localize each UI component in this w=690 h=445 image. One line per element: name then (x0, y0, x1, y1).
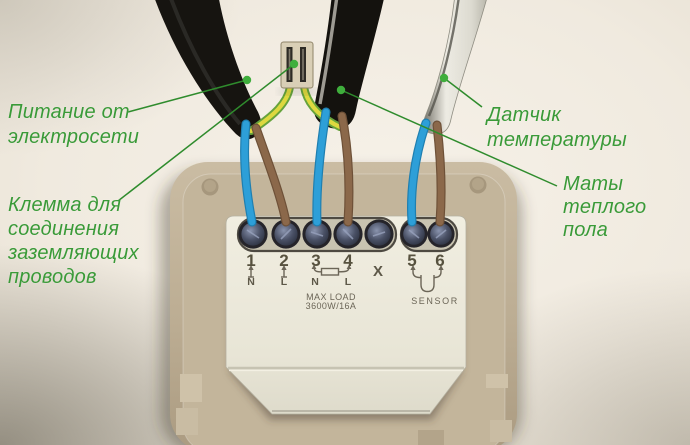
plate-notch-right-1 (486, 374, 508, 388)
terminal-mark-l2: L (280, 276, 288, 288)
terminal-wires (240, 107, 446, 227)
line-temp-sensor (443, 77, 483, 108)
label-temp-sensor: Датчик температуры (487, 103, 690, 153)
screw-6 (430, 223, 452, 245)
dot-sensor-cable (439, 73, 449, 83)
label-ground-line4: проводов (8, 266, 97, 288)
dot-mat-cable (336, 85, 346, 95)
mains-cable-sheath (155, 0, 262, 140)
heating-element-resistor-icon (311, 264, 352, 276)
terminal-mark-n3: N (311, 276, 319, 288)
label-sensor-line1: Датчик температуры (487, 104, 627, 151)
screw-4 (336, 222, 360, 246)
plate-notch-left-1 (180, 374, 202, 402)
heating-mat-cable (314, 0, 384, 129)
screw-2 (274, 222, 298, 246)
terminal-number-x: X (372, 263, 384, 280)
wire-brown-6 (433, 121, 445, 226)
sensor-probe-icon (410, 265, 444, 293)
label-power-line2: электросети (8, 126, 140, 148)
terminal-mark-l4: L (344, 276, 352, 288)
screw-5 (403, 223, 425, 245)
max-load-text-line1: MAX LOAD (306, 292, 356, 302)
line-power (127, 79, 248, 113)
screw-3 (305, 222, 329, 246)
module-symbols (248, 264, 444, 293)
terminal-number-3: 3 (311, 251, 321, 270)
plate-notch-left-2 (176, 408, 198, 435)
dot-ground-clamp (289, 59, 299, 69)
label-power-supply: Питание от электросети (8, 100, 139, 150)
label-power-line1: Питание от (8, 101, 130, 123)
clamp-shadow (279, 88, 317, 95)
plate-hole-left-inner (204, 180, 216, 192)
wire-blue-1 (241, 120, 256, 226)
screw-x (367, 222, 391, 246)
terminal-2-clamp-icon (281, 265, 287, 278)
dot-power-cable (242, 75, 252, 85)
wire-blue-3 (313, 108, 330, 226)
thermostat-module (225, 215, 467, 415)
wire-blue-5 (408, 119, 430, 226)
plate-notch-right-2 (490, 420, 512, 442)
line-ground-clamp (117, 64, 294, 202)
screw-1 (241, 222, 265, 246)
label-ground-line3: заземляющих (8, 242, 139, 264)
annotation-lines (117, 59, 558, 202)
sensor-text: SENSOR (411, 296, 459, 306)
max-load-text-line2: 3600W/16A (305, 301, 357, 311)
label-mats-line2: теплого пола (563, 196, 647, 241)
terminal-number-6: 6 (435, 251, 445, 270)
terminal-number-5: 5 (407, 251, 417, 270)
label-ground-clamp: Клемма для соединения заземляющих провод… (8, 193, 139, 289)
terminal-1-clamp-icon (248, 265, 254, 278)
terminal-number-2: 2 (279, 251, 289, 270)
line-floor-mats (340, 89, 558, 187)
module-body (225, 215, 467, 415)
wire-brown-4 (338, 112, 353, 226)
label-mats-line1: Маты (563, 173, 624, 195)
label-ground-line2: соединения (8, 218, 120, 240)
terminal-mark-n1: N (247, 276, 255, 288)
label-ground-line1: Клемма для (8, 194, 122, 216)
plate-hole-right-inner (472, 178, 484, 190)
terminal-screws (241, 222, 452, 246)
ground-clamp (279, 41, 317, 95)
wire-brown-2 (252, 124, 290, 226)
label-floor-mats: Маты теплого пола (563, 173, 690, 242)
terminal-number-1: 1 (246, 251, 256, 270)
terminal-number-4: 4 (343, 251, 353, 270)
plate-notch-bottom (418, 430, 444, 445)
mat-cable-highlight (318, 0, 339, 105)
sensor-cable-edge (427, 0, 460, 117)
